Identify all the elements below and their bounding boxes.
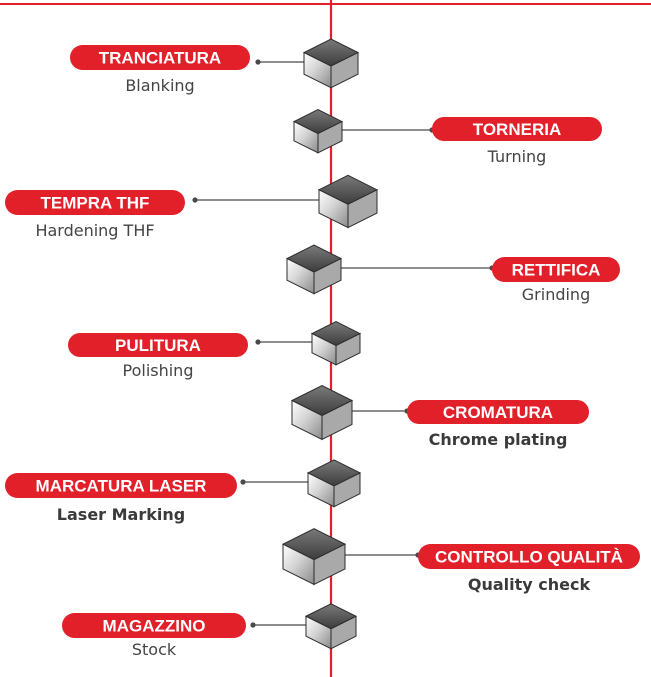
step-subtitle: Blanking [125, 76, 194, 95]
step-label: CONTROLLO QUALITÀ [435, 548, 623, 567]
process-step: TORNERIA Turning [292, 109, 602, 166]
step-label: MARCATURA LASER [36, 477, 207, 496]
step-label-pill [5, 190, 185, 215]
step-subtitle: Chrome plating [429, 430, 568, 449]
metal-block-icon [304, 603, 358, 650]
process-step: TEMPRA THF Hardening THF [5, 174, 379, 240]
metal-block-icon [292, 109, 344, 154]
step-label-pill [432, 117, 602, 141]
step-label-pill [70, 45, 250, 70]
step-label-pill [62, 613, 246, 638]
step-subtitle: Laser Marking [57, 505, 185, 524]
process-step: CROMATURA Chrome plating [290, 384, 589, 449]
step-subtitle: Hardening THF [35, 221, 154, 240]
step-label: PULITURA [115, 336, 201, 355]
process-step: PULITURA Polishing [68, 321, 362, 380]
process-step: MAGAZZINO Stock [62, 603, 358, 659]
step-label: MAGAZZINO [103, 617, 206, 636]
step-label-pill [5, 473, 237, 498]
step-label: TORNERIA [473, 120, 561, 139]
connector-dot [255, 59, 261, 65]
step-label-pill [418, 544, 640, 569]
connector-dot [192, 197, 198, 203]
process-step: CONTROLLO QUALITÀ Quality check [281, 528, 640, 594]
step-label-pill [407, 400, 589, 424]
metal-block-icon [285, 244, 343, 295]
process-step: RETTIFICA Grinding [285, 244, 620, 304]
step-subtitle: Polishing [123, 361, 194, 380]
step-label: TRANCIATURA [99, 49, 221, 68]
metal-block-icon [317, 174, 379, 229]
step-subtitle: Turning [487, 147, 547, 166]
process-step: MARCATURA LASER Laser Marking [5, 459, 362, 524]
step-subtitle: Grinding [522, 285, 590, 304]
step-label: TEMPRA THF [41, 194, 150, 213]
process-step: TRANCIATURA Blanking [70, 38, 360, 95]
metal-block-icon [310, 321, 362, 366]
step-label-pill [68, 333, 248, 357]
connector-dot [240, 479, 246, 485]
metal-block-icon [290, 384, 354, 441]
step-subtitle: Stock [132, 640, 177, 659]
metal-block-icon [306, 459, 362, 508]
connector-dot [255, 339, 261, 345]
step-subtitle: Quality check [468, 575, 591, 594]
connector-dot [250, 622, 256, 628]
step-label: CROMATURA [443, 403, 553, 422]
metal-block-icon [281, 528, 347, 586]
step-label-pill [492, 257, 620, 282]
metal-block-icon [302, 38, 360, 89]
step-label: RETTIFICA [512, 261, 601, 280]
